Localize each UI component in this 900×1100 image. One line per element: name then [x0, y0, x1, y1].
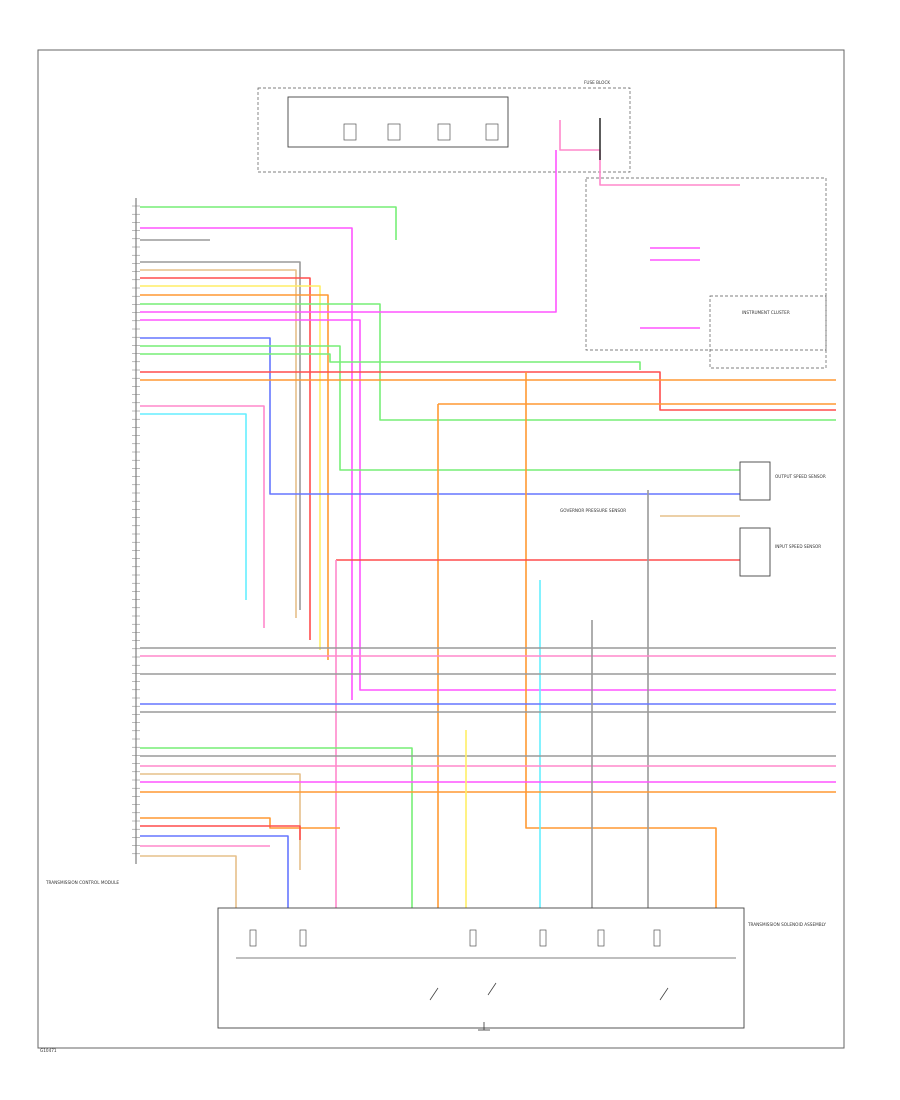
pressure-switch-1	[429, 987, 439, 1001]
pressure-switch-3	[659, 987, 669, 1001]
solenoid-symbols	[249, 929, 669, 1001]
wire-red-1	[140, 277, 311, 640]
fuse-row	[343, 123, 499, 141]
wire-orange-1	[140, 294, 329, 660]
input-speed-label: INPUT SPEED SENSOR	[775, 544, 821, 549]
fuse-block-label: FUSE BLOCK	[584, 80, 610, 85]
ground-symbol	[478, 1022, 490, 1031]
wire-orange-7	[140, 817, 340, 829]
governor-label: GOVERNOR PRESSURE SENSOR	[560, 508, 626, 513]
output-speed-sensor	[739, 461, 771, 501]
wire-magenta-3	[140, 319, 836, 691]
solenoid-1	[249, 929, 257, 947]
wire-gray-2	[140, 261, 301, 610]
wire-harness	[140, 118, 836, 908]
wire-power-feed	[559, 120, 740, 186]
diagram-frame	[37, 49, 845, 1049]
solenoid-6	[653, 929, 661, 947]
wire-green-3	[140, 345, 740, 471]
fuse-2	[387, 123, 401, 141]
wire-tan-3	[140, 855, 237, 908]
footer-code: G10471	[40, 1048, 57, 1053]
solenoid-4	[539, 929, 547, 947]
wire-magenta-1	[140, 227, 353, 700]
wire-green-4	[140, 353, 641, 370]
solenoid-5	[597, 929, 605, 947]
valve-body-label: TRANSMISSION SOLENOID ASSEMBLY	[747, 922, 826, 927]
pressure-switch-2	[487, 982, 497, 996]
fuse-1	[343, 123, 357, 141]
wire-pink-1	[140, 405, 265, 628]
solenoid-3	[469, 929, 477, 947]
fuse-3	[437, 123, 451, 141]
wire-green-1	[140, 206, 397, 240]
wire-red-4	[140, 825, 301, 840]
wire-red-2	[140, 371, 836, 411]
pcm-label: TRANSMISSION CONTROL MODULE	[45, 880, 119, 885]
governor-sensor-box	[585, 177, 827, 351]
wire-green-5	[140, 747, 413, 908]
solenoid-2	[299, 929, 307, 947]
wire-blue-1	[140, 337, 740, 495]
wire-orange-5	[525, 372, 717, 908]
power-distribution-box	[257, 87, 631, 173]
wire-magenta-2	[140, 150, 557, 313]
input-speed-sensor	[739, 527, 771, 577]
output-speed-label: OUTPUT SPEED SENSOR	[775, 474, 826, 479]
pcm-pin-labels	[132, 205, 140, 855]
wire-cyan-1	[140, 413, 247, 600]
wire-yellow-1	[140, 285, 321, 650]
cluster-box	[709, 295, 827, 369]
valve-body-box	[217, 907, 745, 1029]
fuse-4	[485, 123, 499, 141]
wire-blue-3	[140, 835, 289, 908]
cluster-label: INSTRUMENT CLUSTER	[742, 310, 790, 315]
wire-tan-1	[140, 269, 297, 618]
fuse-relay-box	[287, 96, 509, 148]
